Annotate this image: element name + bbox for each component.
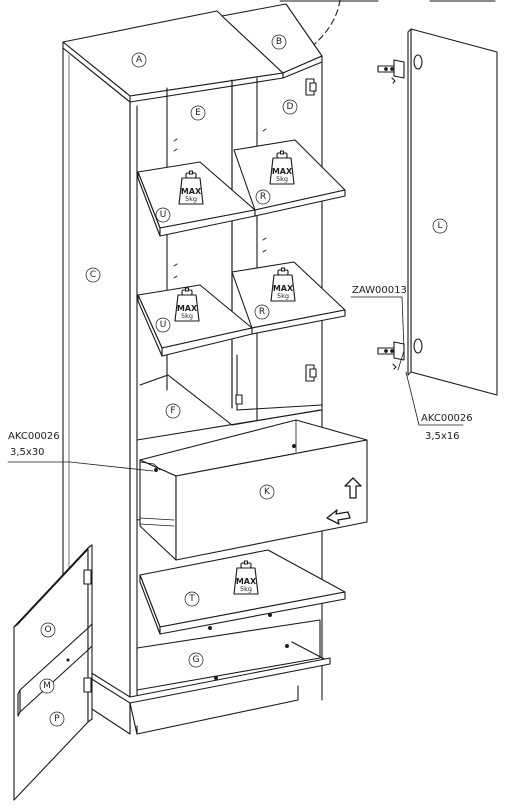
label-p: P xyxy=(49,711,65,727)
label-e: E xyxy=(190,105,206,121)
svg-text:U: U xyxy=(160,320,167,330)
svg-text:P: P xyxy=(54,714,60,724)
shelf-pins xyxy=(173,128,267,279)
svg-text:B: B xyxy=(276,37,282,47)
svg-text:5kg: 5kg xyxy=(240,585,252,593)
left-door-hinges xyxy=(83,569,92,693)
svg-text:M: M xyxy=(43,681,51,691)
callout-leaders xyxy=(7,296,464,472)
label-t: T xyxy=(184,591,200,607)
svg-text:L: L xyxy=(437,221,442,231)
callout-akc-right-size: 3,5x16 xyxy=(425,431,460,442)
label-c: C xyxy=(85,267,101,283)
svg-text:MAX: MAX xyxy=(236,577,257,586)
label-k: K xyxy=(259,484,275,500)
svg-text:MAX: MAX xyxy=(181,187,202,196)
drawer-k xyxy=(139,419,368,561)
weight-badge-lower-right: MAX 5kg xyxy=(270,267,296,302)
label-l: L xyxy=(432,218,448,234)
svg-text:K: K xyxy=(264,487,271,497)
up-arrow-icon xyxy=(344,477,362,499)
svg-text:D: D xyxy=(287,102,294,112)
top-panel-b xyxy=(221,3,323,79)
svg-text:R: R xyxy=(259,307,265,317)
svg-text:5kg: 5kg xyxy=(276,175,288,183)
svg-text:5kg: 5kg xyxy=(277,292,289,300)
svg-text:E: E xyxy=(195,108,201,118)
weight-badge-lower-left: MAX 5kg xyxy=(174,287,200,322)
label-o: O xyxy=(40,622,56,638)
label-m: M xyxy=(39,678,55,694)
weight-badge-upper-left: MAX 5kg xyxy=(178,170,204,205)
svg-text:U: U xyxy=(160,210,167,220)
svg-text:MAX: MAX xyxy=(272,167,293,176)
weight-badge-upper-right: MAX 5kg xyxy=(269,150,295,185)
callout-akc-left-size: 3,5x30 xyxy=(10,447,45,458)
push-arrow-icon xyxy=(326,509,351,525)
back-panel xyxy=(166,77,258,421)
label-b: B xyxy=(271,34,287,50)
label-u-upper: U xyxy=(155,207,171,223)
label-r-lower: R xyxy=(254,304,270,320)
svg-text:5kg: 5kg xyxy=(185,195,197,203)
door-hinge-bottom xyxy=(377,341,405,370)
bottom-panel-g xyxy=(89,613,331,735)
svg-text:MAX: MAX xyxy=(273,284,294,293)
svg-text:C: C xyxy=(90,270,96,280)
svg-text:G: G xyxy=(193,655,200,665)
callout-zaw: ZAW00013 xyxy=(352,285,407,296)
svg-text:F: F xyxy=(170,406,175,416)
svg-text:R: R xyxy=(260,192,266,202)
label-u-lower: U xyxy=(155,317,171,333)
weight-badge-shelf-t: MAX 5kg xyxy=(233,560,259,595)
svg-text:A: A xyxy=(136,55,143,65)
callout-akc-right-code: AKC00026 xyxy=(421,413,473,424)
panel-m xyxy=(17,623,93,717)
label-f: F xyxy=(165,403,181,419)
cabinet-hinge-top xyxy=(305,78,317,96)
svg-text:5kg: 5kg xyxy=(181,312,193,320)
callout-akc-left-code: AKC00026 xyxy=(8,431,60,442)
svg-text:O: O xyxy=(44,625,51,635)
svg-text:T: T xyxy=(188,594,195,604)
label-d-cabinet: D xyxy=(282,99,298,115)
label-a: A xyxy=(131,52,147,68)
label-g: G xyxy=(188,652,204,668)
svg-text:MAX: MAX xyxy=(177,304,198,313)
label-r-upper: R xyxy=(255,189,271,205)
door-l xyxy=(407,28,498,396)
cabinet-hinge-mid xyxy=(305,364,317,382)
door-hinge-top xyxy=(377,59,405,84)
